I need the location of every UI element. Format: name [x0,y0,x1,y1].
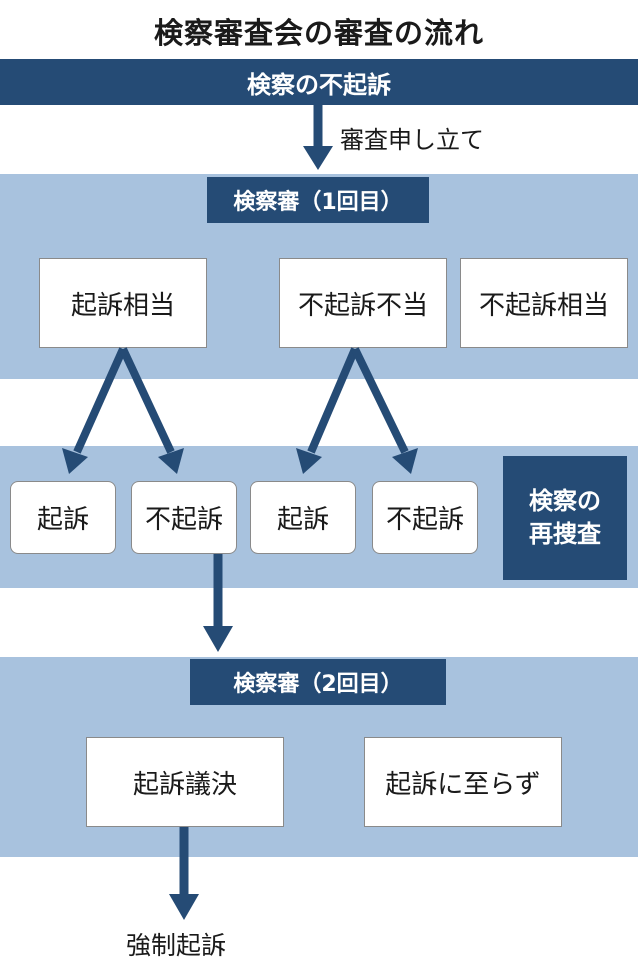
result-indicted-1: 起訴 [10,481,116,554]
arrow-to-final-head [169,894,199,920]
outcome-indictment-appropriate: 起訴相当 [39,258,207,348]
arrow-fork1-right-head [158,448,184,474]
first-review-label: 検察審（1回目） [207,177,429,223]
diagram-title: 検察審査会の審査の流れ [153,16,484,50]
arrow-fork2-right [351,347,409,454]
outcome-non-prosecution-appropriate: 不起訴相当 [460,258,628,348]
outcome-no-indictment: 起訴に至らず [364,737,562,827]
arrow-fork1-right [119,347,175,454]
arrow-to-second-review-head [203,626,233,652]
arrow-appeal-head [303,146,333,170]
result-not-indicted-2: 不起訴 [372,481,478,554]
second-review-label: 検察審（2回目） [190,659,446,705]
mandatory-indictment-label: 強制起訴 [126,931,227,960]
result-indicted-2: 起訴 [250,481,356,554]
result-not-indicted-1: 不起訴 [131,481,237,554]
outcome-indictment-resolution: 起訴議決 [86,737,284,827]
reinvestigation-box: 検察の 再捜査 [503,456,627,580]
arrow-fork2-left-head [296,448,322,474]
arrow-fork2-left [307,347,359,454]
outcome-non-prosecution-improper: 不起訴不当 [279,258,447,348]
non-prosecution-bar: 検察の不起訴 [0,59,638,105]
arrow-fork1-left-head [62,448,88,474]
appeal-label: 審査申し立て [340,126,484,154]
arrow-fork2-right-head [392,448,418,474]
reinvestigation-line-1: 検察の [529,487,601,515]
reinvestigation-line-2: 再捜査 [529,520,601,548]
arrow-fork1-left [73,347,127,454]
